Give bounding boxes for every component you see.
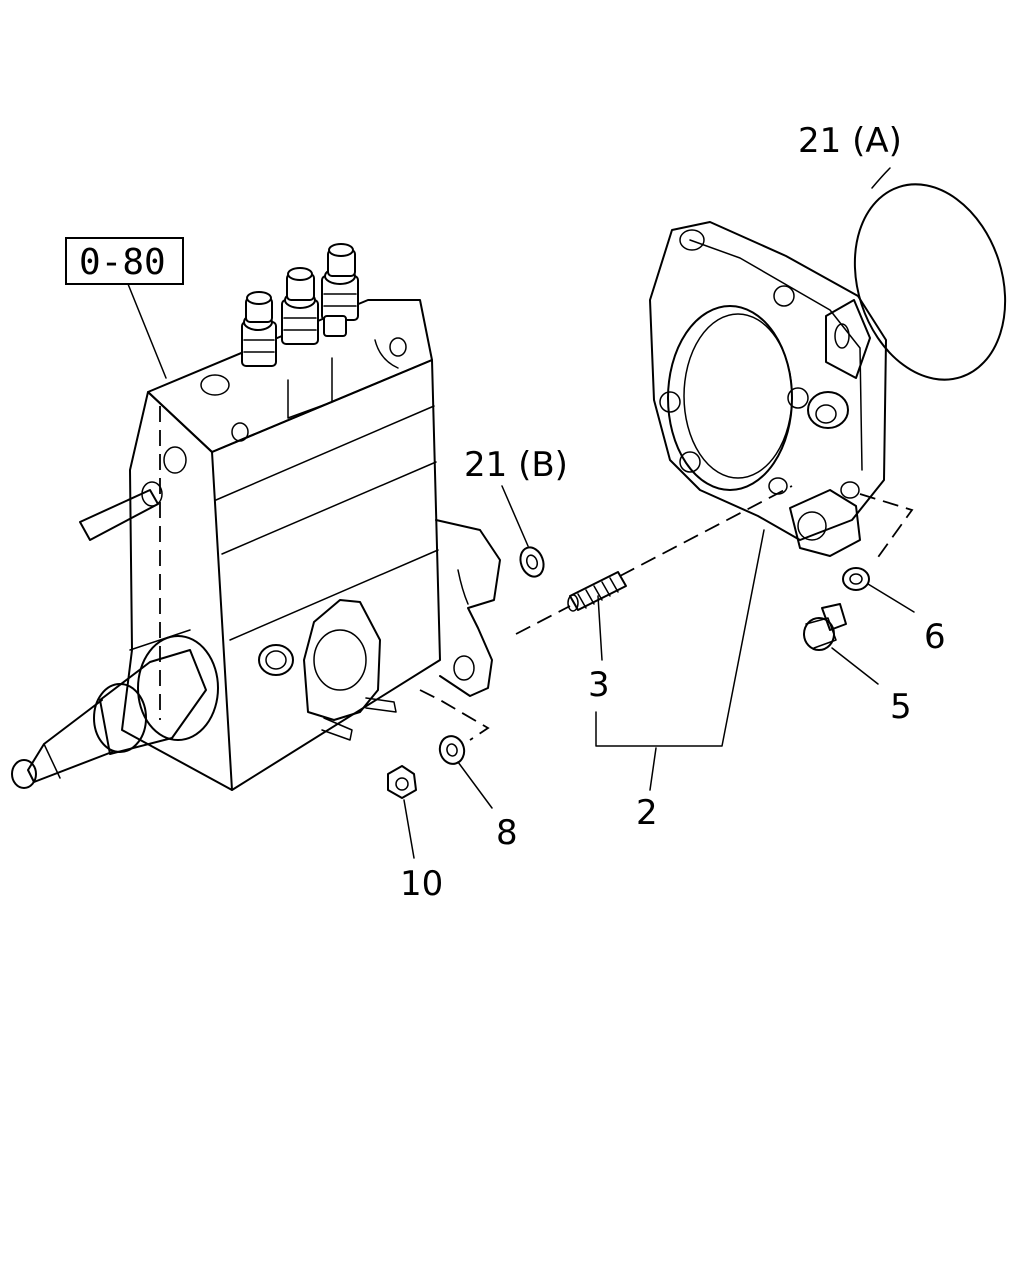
callout-3: 3	[588, 665, 610, 705]
callout-2: 2	[636, 793, 658, 833]
leader-lines	[403, 167, 915, 859]
o-ring-a	[853, 183, 1007, 381]
callout-10: 10	[400, 864, 443, 904]
callout-8: 8	[496, 813, 518, 853]
reference-leader	[127, 283, 167, 379]
nut-10	[387, 765, 417, 799]
washer-8	[438, 735, 466, 765]
callout-21b: 21 (B)	[464, 445, 568, 485]
timer-housing	[649, 221, 887, 557]
plug-5	[803, 603, 847, 651]
injection-pump	[11, 243, 501, 791]
callout-5: 5	[890, 687, 912, 727]
callout-6: 6	[924, 617, 946, 657]
washer-6	[842, 567, 870, 591]
washer-b	[519, 546, 545, 578]
stud	[567, 571, 627, 612]
reference-label: 0-80	[79, 242, 166, 283]
callout-21a: 21 (A)	[798, 121, 902, 161]
reference-box[interactable]: 0-80	[65, 237, 184, 379]
